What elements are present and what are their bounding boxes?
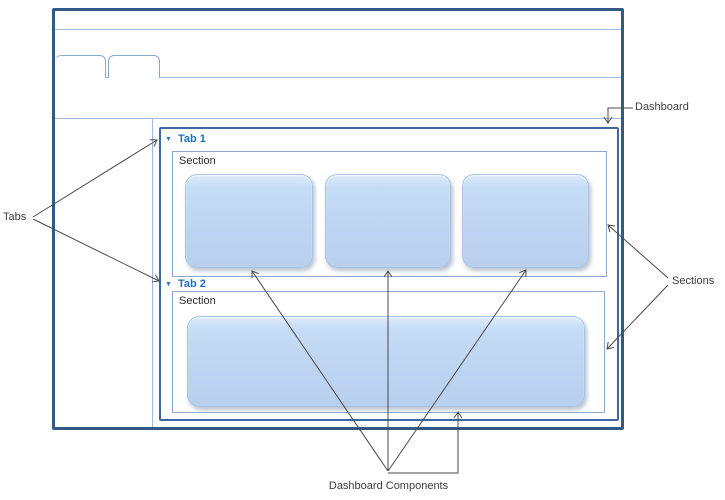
- annotation-sections: Sections: [672, 275, 715, 287]
- browser-tab-2[interactable]: [108, 55, 160, 78]
- header-divider-bottom: [55, 118, 621, 119]
- header-divider-tabs-baseline: [55, 77, 621, 78]
- sidebar-divider: [152, 118, 153, 427]
- browser-tab-1[interactable]: [55, 55, 106, 78]
- dashboard-tab-2[interactable]: ▼ Tab 2: [165, 277, 206, 292]
- dashboard-component-3[interactable]: [462, 174, 589, 268]
- annotation-dashboard: Dashboard: [635, 101, 689, 113]
- dashboard-tab-2-label: Tab 2: [177, 278, 206, 290]
- chevron-down-icon: ▼: [165, 281, 172, 288]
- dashboard-component-2[interactable]: [325, 174, 451, 268]
- dashboard-tab-1[interactable]: ▼ Tab 1: [165, 132, 206, 147]
- dashboard-tab-1-label: Tab 1: [177, 133, 206, 145]
- header-divider-top: [55, 29, 621, 30]
- annotation-tabs: Tabs: [3, 211, 27, 223]
- annotation-dashboard-components: Dashboard Components: [328, 480, 449, 492]
- dashboard-component-1[interactable]: [185, 174, 313, 268]
- dashboard-component-4[interactable]: [187, 316, 585, 407]
- section-2-label: Section: [179, 295, 216, 307]
- section-1-label: Section: [179, 155, 216, 167]
- chevron-down-icon: ▼: [165, 136, 172, 143]
